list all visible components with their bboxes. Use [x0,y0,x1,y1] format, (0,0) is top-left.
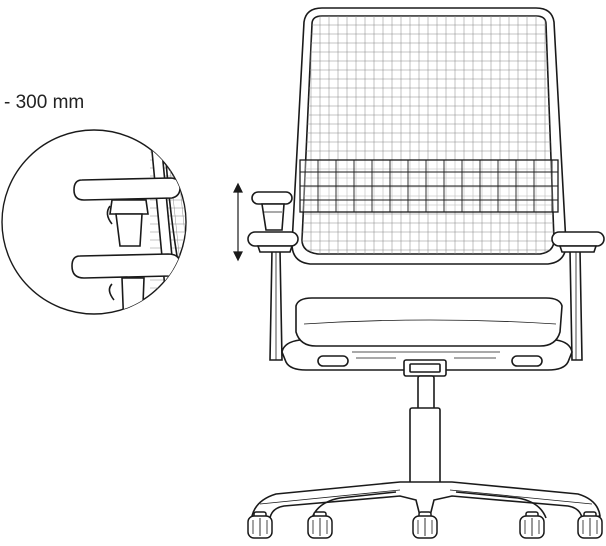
caster-wheel [577,511,603,539]
height-adjust-arrow [233,182,243,262]
caster-wheel [519,511,545,539]
casters [247,511,603,539]
armrest-right [551,231,605,361]
caster-wheel [247,511,273,539]
armrest-detail-callout [1,129,187,315]
backrest-outer-frame [291,7,567,265]
lumbar-support [299,159,559,213]
gas-cylinder [409,375,441,489]
backrest-mesh [302,16,554,254]
caster-wheel [307,511,333,539]
seat-pan-frame [281,339,573,371]
armrest-height-dimension-label: - 300 mm [4,92,85,113]
backrest [291,7,567,265]
armrest-left [247,191,299,361]
seat [281,297,573,377]
caster-wheel [412,511,438,539]
seat-cushion [295,297,563,347]
